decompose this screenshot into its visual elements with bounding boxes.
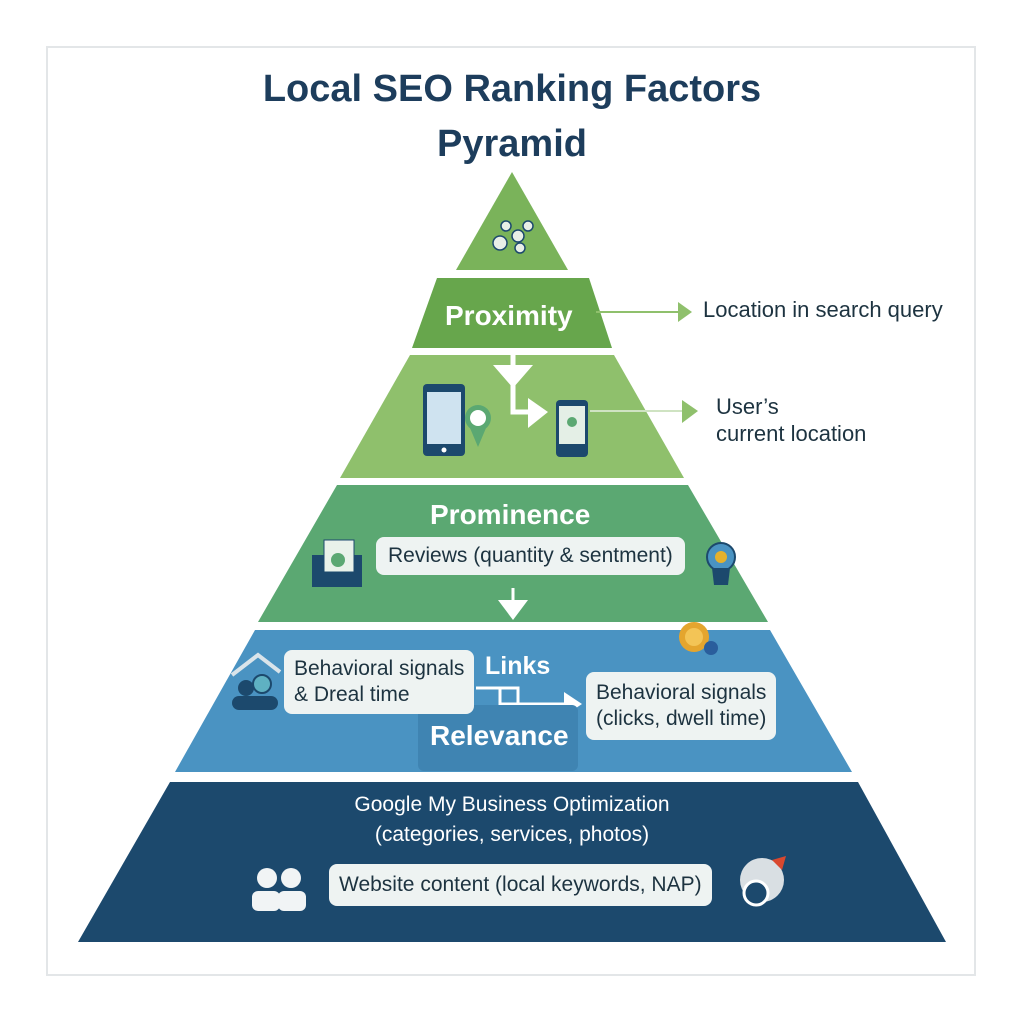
website-content-box: Website content (local keywords, NAP)	[329, 864, 712, 906]
behavioral-left-line1: Behavioral signals	[294, 657, 465, 680]
proximity-arrow-icon	[596, 302, 692, 322]
prominence-down-arrow-icon	[498, 588, 528, 620]
annotation-user-location-line2: current location	[716, 421, 867, 446]
tier-proximity	[412, 278, 612, 348]
gmb-optimization-text: Google My Business Optimization (categor…	[312, 790, 712, 850]
relevance-label-panel	[418, 705, 578, 771]
location-arrow-icon	[590, 400, 698, 423]
target-gear-icon	[740, 856, 786, 907]
tier-label-relevance: Relevance	[430, 720, 569, 751]
title-line-1: Local SEO Ranking Factors	[262, 68, 762, 110]
behavioral-left-line2: & Dreal time	[294, 683, 410, 706]
behavioral-box-left: Behavioral signals & Dreal time	[284, 650, 475, 714]
behavioral-right-line2: (clicks, dwell time)	[596, 707, 767, 730]
tier-apex	[456, 172, 568, 270]
phone-calendar-icon	[423, 384, 465, 456]
title-line-2: Pyramid	[437, 123, 587, 165]
annotation-location-in-query: Location in search query	[703, 297, 943, 322]
diagram-frame	[46, 46, 976, 976]
phone-map-icon	[556, 400, 588, 457]
tier-label-prominence: Prominence	[430, 499, 591, 530]
tier-label-proximity: Proximity	[445, 300, 573, 331]
flow-arrow-icon	[493, 355, 548, 428]
people-icon	[252, 868, 306, 911]
google-pin-icon	[465, 405, 491, 447]
behavioral-box-right: Behavioral signals (clicks, dwell time)	[586, 672, 777, 740]
map-pins-icon	[492, 220, 534, 254]
behavioral-right-line1: Behavioral signals	[596, 681, 767, 704]
users-house-icon	[230, 652, 282, 710]
reviews-icon	[312, 539, 362, 587]
links-connector-arrow-icon	[476, 686, 566, 706]
reviews-box: Reviews (quantity & sentment)	[376, 537, 685, 575]
gmb-line2: (categories, services, photos)	[374, 823, 650, 846]
gmb-line1: Google My Business Optimization	[354, 793, 670, 816]
links-label: Links	[485, 652, 551, 680]
award-gear-icon	[706, 542, 736, 585]
lightbulb-gear-icon	[679, 622, 718, 655]
annotation-user-location-line1: User’s	[716, 394, 779, 419]
